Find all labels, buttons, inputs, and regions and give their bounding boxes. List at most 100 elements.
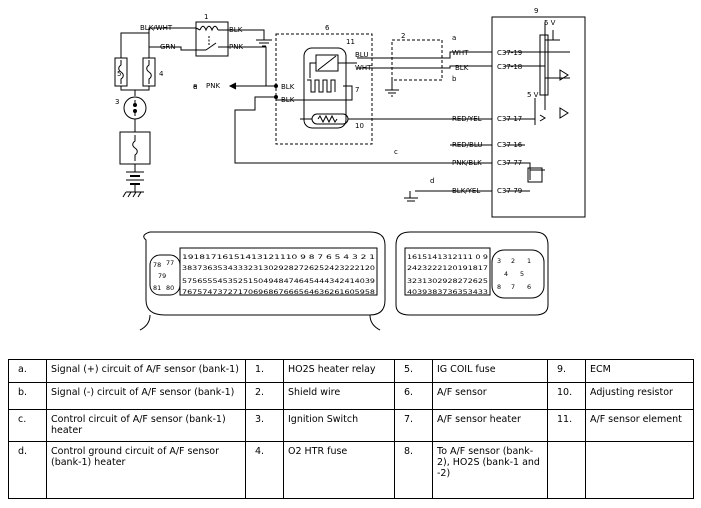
callout-c: c (394, 148, 398, 156)
pin-round: 77 (166, 259, 174, 267)
wire-label-blk-right: BLK (455, 64, 469, 72)
callout-11: 11 (346, 38, 355, 46)
pin-round: 7 (511, 283, 515, 291)
callout-8: 8 (193, 83, 197, 91)
wire-label-grn: GRN (160, 43, 176, 51)
pin-round: 80 (166, 284, 174, 292)
legend-text: Ignition Switch (283, 409, 395, 442)
af-sensor (275, 33, 373, 145)
legend-row: d. Control ground circuit of A/F sensor … (8, 441, 694, 499)
terminal-c37-19: C37-19 (497, 49, 522, 57)
callout-7: 7 (355, 86, 359, 94)
callout-3: 3 (115, 98, 119, 106)
callout-1: 1 (204, 13, 208, 21)
legend-text: A/F sensor element (585, 409, 694, 442)
pin-round: 5 (520, 270, 524, 278)
legend-text: A/F sensor (432, 382, 548, 410)
pin-round: 3 (497, 257, 501, 265)
pin-round: 79 (158, 272, 166, 280)
wire-label-red-blu: RED/BLU (452, 141, 483, 149)
wire-label-wht-sensor: WHT (355, 64, 372, 72)
voltage-label: 5 V (544, 19, 556, 27)
legend-text: Shield wire (283, 382, 395, 410)
legend-text: Control ground circuit of A/F sensor (ba… (46, 441, 246, 499)
voltage-label: 5 V (527, 91, 539, 99)
wire-label-pnk-out: PNK (206, 82, 220, 90)
legend-text: A/F sensor heater (432, 409, 548, 442)
pin-row: 1615141312111 0 9 (407, 253, 488, 261)
callout-2: 2 (401, 32, 405, 40)
pin-row: 19181716151413121110 9 8 7 6 5 4 3 2 1 (182, 253, 375, 261)
wire-label-blu: BLU (355, 51, 368, 59)
legend-row: a. Signal (+) circuit of A/F sensor (ban… (8, 359, 694, 383)
legend-text: Signal (+) circuit of A/F sensor (bank-1… (46, 359, 246, 383)
ecm-connector-left (139, 231, 386, 331)
legend-row: b. Signal (-) circuit of A/F sensor (ban… (8, 382, 694, 410)
legend-text: ECM (585, 359, 694, 383)
legend-key: 1. (245, 359, 284, 383)
legend-key: 8. (394, 441, 433, 499)
callout-10: 10 (355, 122, 364, 130)
callout-d: d (430, 177, 434, 185)
ecm (491, 16, 586, 218)
legend-text: Adjusting resistor (585, 382, 694, 410)
ho2s-heater-relay (195, 21, 229, 57)
shield-wire (391, 39, 443, 81)
legend-key: 9. (547, 359, 586, 383)
legend-row: c. Control circuit of A/F sensor (bank-1… (8, 409, 694, 442)
ground-icon (256, 39, 272, 47)
terminal-c37-18: C37-18 (497, 63, 522, 71)
legend-key: b. (8, 382, 47, 410)
pin-row: 2423222120191817 (407, 264, 488, 272)
legend-text: O2 HTR fuse (283, 441, 395, 499)
terminal-c37-79: C37-79 (497, 187, 522, 195)
callout-a: a (452, 34, 456, 42)
pin-round: 81 (153, 284, 161, 292)
pin-round: 6 (527, 283, 531, 291)
terminal-c37-77: C37-77 (497, 159, 522, 167)
terminal-c37-17: C37-17 (497, 115, 522, 123)
legend-table: a. Signal (+) circuit of A/F sensor (ban… (8, 359, 694, 499)
wire-label-wht: WHT (452, 49, 469, 57)
pin-row: 38373635343332313029282726252423222120 (182, 264, 375, 272)
callout-4: 4 (159, 70, 164, 78)
legend-text: IG COIL fuse (432, 359, 548, 383)
pin-row: 4039383736353433 (407, 288, 488, 296)
legend-text: HO2S heater relay (283, 359, 395, 383)
wire-label-blk-wht: BLK/WHT (140, 24, 173, 32)
legend-key: 3. (245, 409, 284, 442)
legend-text: Signal (-) circuit of A/F sensor (bank-1… (46, 382, 246, 410)
legend-text: To A/F sensor (bank-2), HO2S (bank-1 and… (432, 441, 548, 499)
wiring-diagram: BLK/WHT GRN BLK PNK PNK BLK BLK BLU WHT … (114, 7, 586, 331)
pin-round: 2 (511, 257, 515, 265)
legend-key: 10. (547, 382, 586, 410)
callout-9: 9 (534, 7, 538, 15)
wire-label-blk-yel: BLK/YEL (452, 187, 480, 195)
battery-symbol (126, 171, 144, 192)
legend-key: 5. (394, 359, 433, 383)
ground-icon (404, 197, 418, 202)
legend-key: a. (8, 359, 47, 383)
wire-label-blk: BLK (229, 26, 243, 34)
wire-label-red-yel: RED/YEL (452, 115, 482, 123)
pin-round: 1 (527, 257, 531, 265)
legend-key: 4. (245, 441, 284, 499)
legend-key: 11. (547, 409, 586, 442)
callout-e: e (193, 83, 197, 91)
legend-text (585, 441, 694, 499)
pin-round: 8 (497, 283, 501, 291)
ecm-connector-right (395, 231, 549, 316)
wire-label-pnk-blk: PNK/BLK (452, 159, 482, 167)
legend-key (547, 441, 586, 499)
legend-key: c. (8, 409, 47, 442)
terminal-c37-16: C37-16 (497, 141, 523, 149)
legend-key: d. (8, 441, 47, 499)
callout-5: 5 (117, 70, 121, 78)
wire-label-blk1: BLK (281, 83, 295, 91)
legend-key: 6. (394, 382, 433, 410)
pin-row: 3231302928272625 (407, 277, 488, 285)
pin-row: 57565554535251504948474645444342414039 (182, 277, 375, 285)
legend-key: 2. (245, 382, 284, 410)
wire-label-blk2: BLK (281, 96, 295, 104)
legend-text: Control circuit of A/F sensor (bank-1) h… (46, 409, 246, 442)
